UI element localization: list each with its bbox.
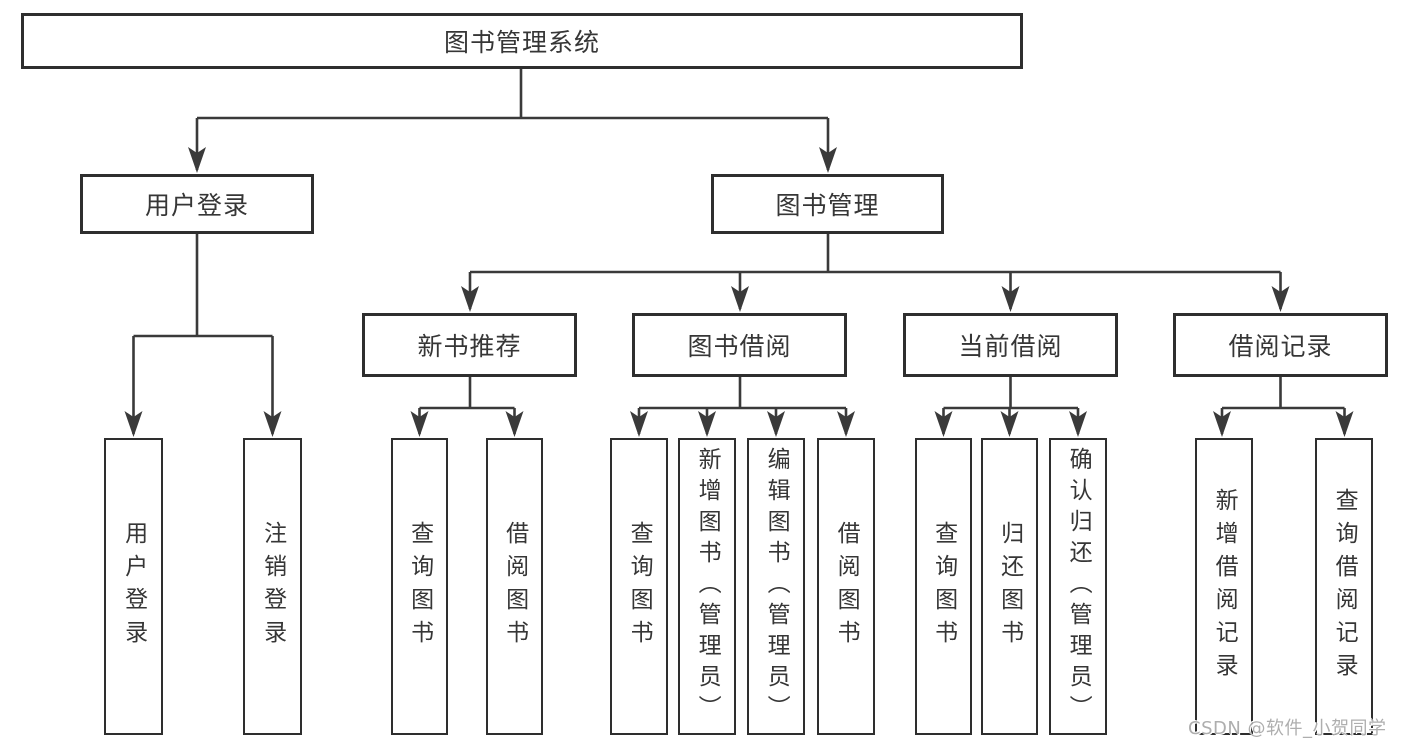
watermark-text: CSDN @软件_小贺同学 xyxy=(1188,718,1387,739)
node-borrow-books-recommend: 借阅图书 xyxy=(486,438,543,735)
node-add-borrow-record-label: 新增借阅记录 xyxy=(1211,487,1238,686)
node-new-book-recommendation: 新书推荐 xyxy=(362,313,577,377)
node-book-borrowing-label: 图书借阅 xyxy=(687,332,792,361)
node-user-login-label: 用户登录 xyxy=(144,191,249,220)
node-logout-action-label: 注销登录 xyxy=(259,520,286,653)
node-logout-action: 注销登录 xyxy=(243,438,302,735)
node-edit-books-admin: 编辑图书（管理员） xyxy=(747,438,805,735)
node-edit-books-admin-label: 编辑图书（管理员） xyxy=(763,447,790,726)
node-library-system: 图书管理系统 xyxy=(21,13,1023,69)
node-borrowing-records-label: 借阅记录 xyxy=(1228,332,1333,361)
node-new-book-recommendation-label: 新书推荐 xyxy=(417,332,522,361)
node-book-management: 图书管理 xyxy=(711,174,944,234)
connector-lines xyxy=(132,69,1346,434)
node-borrow-books-action-label: 借阅图书 xyxy=(833,520,860,653)
node-query-borrow-record: 查询借阅记录 xyxy=(1315,438,1373,735)
node-current-borrowing-label: 当前借阅 xyxy=(958,332,1063,361)
node-library-system-label: 图书管理系统 xyxy=(443,28,600,57)
node-book-management-label: 图书管理 xyxy=(775,191,880,220)
node-user-login-action: 用户登录 xyxy=(104,438,163,735)
node-query-books-borrow: 查询图书 xyxy=(610,438,668,735)
node-return-books: 归还图书 xyxy=(981,438,1038,735)
node-query-books-recommend: 查询图书 xyxy=(391,438,448,735)
node-current-borrowing: 当前借阅 xyxy=(903,313,1118,377)
node-return-books-label: 归还图书 xyxy=(996,520,1023,653)
node-confirm-return-admin: 确认归还（管理员） xyxy=(1049,438,1107,735)
node-borrow-books-action: 借阅图书 xyxy=(817,438,875,735)
node-book-borrowing: 图书借阅 xyxy=(632,313,847,377)
node-query-books-current-label: 查询图书 xyxy=(930,520,957,653)
node-confirm-return-admin-label: 确认归还（管理员） xyxy=(1065,447,1092,726)
node-add-borrow-record: 新增借阅记录 xyxy=(1195,438,1253,735)
node-borrowing-records: 借阅记录 xyxy=(1173,313,1388,377)
node-query-borrow-record-label: 查询借阅记录 xyxy=(1331,487,1358,686)
node-user-login-action-label: 用户登录 xyxy=(120,520,147,653)
node-user-login: 用户登录 xyxy=(80,174,314,234)
node-add-books-admin: 新增图书（管理员） xyxy=(678,438,736,735)
node-query-books-borrow-label: 查询图书 xyxy=(626,520,653,653)
node-add-books-admin-label: 新增图书（管理员） xyxy=(694,447,721,726)
arrowheads xyxy=(124,147,1354,437)
node-borrow-books-recommend-label: 借阅图书 xyxy=(501,520,528,653)
node-query-books-current: 查询图书 xyxy=(915,438,972,735)
node-query-books-recommend-label: 查询图书 xyxy=(406,520,433,653)
